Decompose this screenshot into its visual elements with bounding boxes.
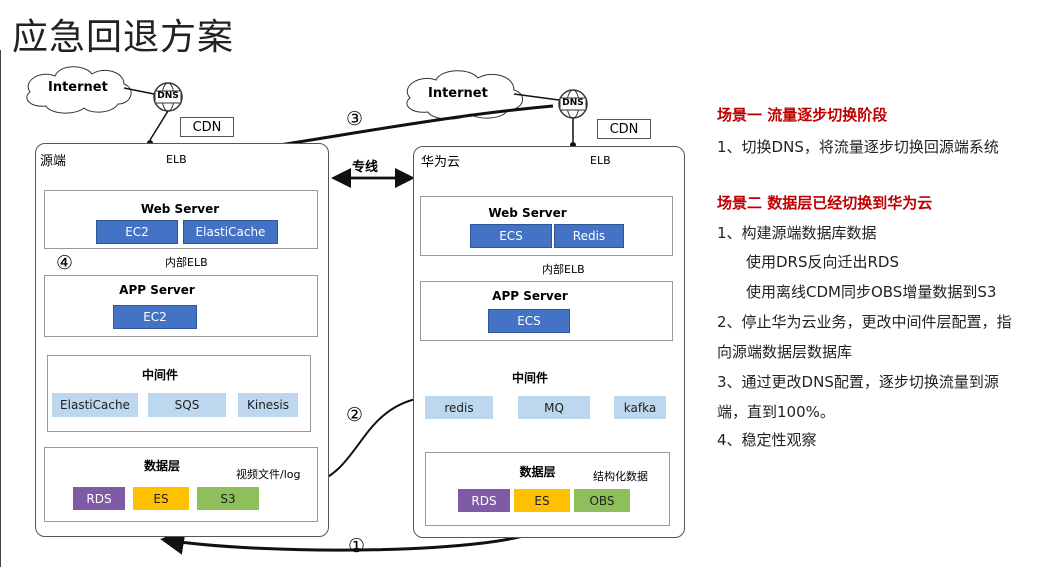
huawei-mw-mq-chip: MQ	[518, 396, 590, 419]
source-app-ec2-chip: EC2	[113, 305, 197, 329]
cdn-left-box: CDN	[180, 117, 234, 137]
scenario-1-step-1: 1、切换DNS，将流量逐步切换回源端系统	[717, 138, 999, 156]
source-s3-chip: S3	[197, 487, 259, 510]
source-panel-title: 源端	[40, 154, 67, 169]
source-es-chip: ES	[133, 487, 189, 510]
dedicated-line-label: 专线	[352, 160, 379, 175]
source-internal-elb-label: 内部ELB	[165, 256, 208, 269]
source-data-note: 视频文件/log	[236, 468, 301, 481]
source-mw-kinesis-chip: Kinesis	[238, 393, 298, 417]
internet-cloud-left	[26, 66, 132, 114]
step-1-marker: ①	[348, 535, 366, 557]
step-4-marker: ④	[56, 252, 74, 274]
source-app-server-title: APP Server	[119, 283, 195, 297]
scenario-1-title: 场景一 流量逐步切换阶段	[717, 106, 888, 124]
scenario-2-step-1a: 使用DRS反向迁出RDS	[746, 253, 899, 271]
scenario-2-title: 场景二 数据层已经切换到华为云	[717, 194, 933, 212]
huawei-mw-redis-chip: redis	[425, 396, 493, 419]
internet-right-label: Internet	[428, 86, 488, 101]
step-2-marker: ②	[346, 404, 364, 426]
internet-cloud-right	[406, 70, 523, 120]
scenario-2-step-1: 1、构建源端数据库数据	[717, 224, 877, 242]
dns-globe-left	[153, 82, 183, 112]
dns-right-label: DNS	[562, 98, 584, 108]
elb-left-label: ELB	[166, 153, 187, 166]
dns-globe-right	[558, 89, 588, 119]
scenario-2-step-2b: 向源端数据层数据库	[717, 343, 853, 361]
huawei-panel-title: 华为云	[421, 155, 461, 170]
huawei-data-layer-title: 数据层	[519, 465, 556, 479]
source-web-server-title: Web Server	[140, 202, 220, 216]
dns-left-label: DNS	[157, 91, 179, 101]
scenario-2-step-2a: 2、停止华为云业务，更改中间件层配置，指	[717, 313, 1012, 331]
source-middleware-title: 中间件	[141, 368, 178, 382]
scenario-2-step-4: 4、稳定性观察	[717, 431, 817, 449]
cdn-right-box: CDN	[597, 119, 651, 139]
huawei-web-server-title: Web Server	[488, 206, 567, 220]
source-rds-chip: RDS	[73, 487, 125, 510]
scenario-2-step-3b: 端，直到100%。	[717, 403, 835, 421]
huawei-redis-chip: Redis	[554, 224, 624, 248]
huawei-data-note: 结构化数据	[593, 470, 648, 483]
huawei-obs-chip: OBS	[574, 489, 630, 512]
huawei-rds-chip: RDS	[458, 489, 510, 512]
internet-left-label: Internet	[48, 80, 108, 95]
source-mw-sqs-chip: SQS	[148, 393, 226, 417]
source-elasticache-chip: ElastiCache	[183, 220, 278, 244]
source-ec2-chip: EC2	[96, 220, 178, 244]
page-title: 应急回退方案	[12, 17, 235, 58]
huawei-middleware-title: 中间件	[511, 371, 548, 385]
left-border	[0, 50, 1, 567]
huawei-app-ecs-chip: ECS	[488, 309, 570, 333]
elb-right-label: ELB	[590, 154, 611, 167]
source-mw-elasticache-chip: ElastiCache	[52, 393, 138, 417]
scenario-2-step-1b: 使用离线CDM同步OBS增量数据到S3	[746, 283, 997, 301]
scenario-2-step-3a: 3、通过更改DNS配置，逐步切换流量到源	[717, 373, 999, 391]
huawei-internal-elb-label: 内部ELB	[542, 263, 585, 276]
huawei-app-server-title: APP Server	[492, 289, 568, 303]
step-3-marker: ③	[346, 108, 364, 130]
huawei-mw-kafka-chip: kafka	[614, 396, 666, 419]
huawei-es-chip: ES	[514, 489, 570, 512]
source-data-layer-title: 数据层	[143, 459, 180, 473]
huawei-ecs-chip: ECS	[470, 224, 552, 248]
